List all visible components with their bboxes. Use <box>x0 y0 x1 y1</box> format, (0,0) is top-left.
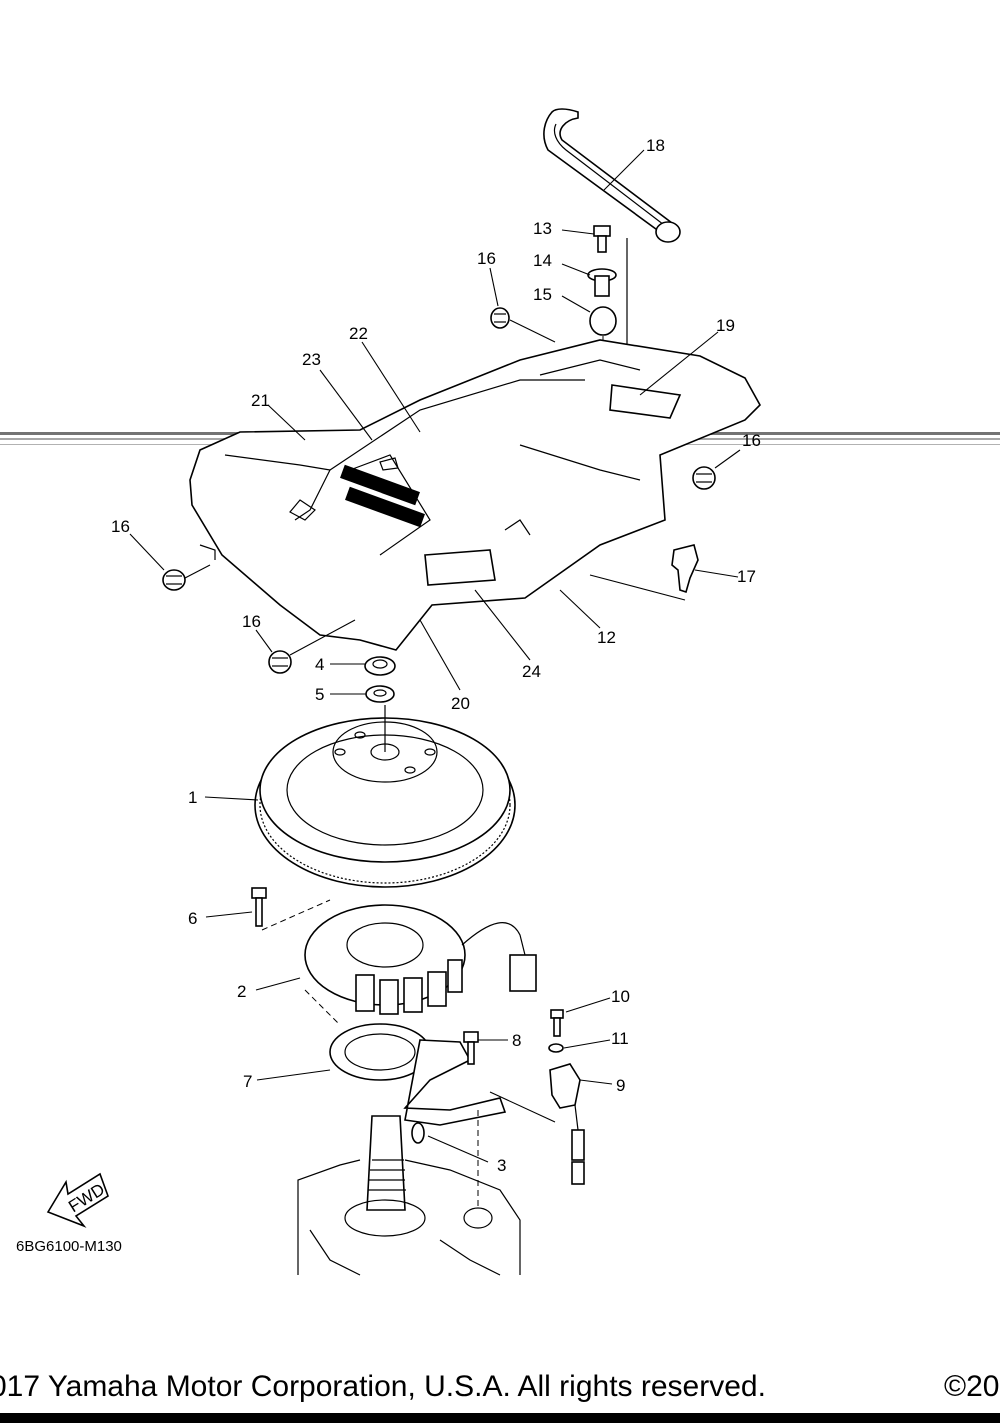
fwd-arrow-icon: FWD <box>46 1172 109 1228</box>
clip-part <box>671 544 699 594</box>
pulser-coil-part <box>548 1009 585 1185</box>
callout-24: 24 <box>522 662 541 681</box>
footer-bar <box>0 1413 1000 1423</box>
callout-5: 5 <box>315 685 324 704</box>
callout-2: 2 <box>237 982 246 1001</box>
engine-block-part <box>297 1115 521 1276</box>
bolt-part <box>463 1031 479 1065</box>
callout-3: 3 <box>497 1156 506 1175</box>
callout-8: 8 <box>512 1031 521 1050</box>
callout-labels: 1 2 3 4 5 6 7 8 9 10 11 12 13 14 15 16 1… <box>111 136 761 1175</box>
callout-6: 6 <box>188 909 197 928</box>
footer-copyright-text: 017 Yamaha Motor Corporation, U.S.A. All… <box>0 1370 766 1403</box>
callout-19: 19 <box>716 316 735 335</box>
grommet-parts <box>162 307 716 674</box>
callout-14: 14 <box>533 251 552 270</box>
footer-copyright-fragment: ©20 <box>944 1370 1000 1403</box>
callout-10: 10 <box>611 987 630 1006</box>
callout-7: 7 <box>243 1072 252 1091</box>
flywheel-part <box>254 705 516 888</box>
base-plate-part <box>329 1023 507 1126</box>
callout-22: 22 <box>349 324 368 343</box>
callout-16-left: 16 <box>111 517 130 536</box>
callout-1: 1 <box>188 788 197 807</box>
callout-17: 17 <box>737 567 756 586</box>
callout-16-right: 16 <box>742 431 761 450</box>
callout-15: 15 <box>533 285 552 304</box>
callout-12: 12 <box>597 628 616 647</box>
stator-part <box>304 904 537 1026</box>
callout-16-lower: 16 <box>242 612 261 631</box>
bolt-part <box>251 887 331 931</box>
diagram-code: 6BG6100-M130 <box>16 1238 122 1255</box>
leader-lines <box>129 149 741 1210</box>
callout-21: 21 <box>251 391 270 410</box>
callout-9: 9 <box>616 1076 625 1095</box>
pin-part <box>411 1122 425 1144</box>
callout-16-top: 16 <box>477 249 496 268</box>
callout-23: 23 <box>302 350 321 369</box>
nut-and-washer <box>364 656 396 703</box>
callout-11: 11 <box>611 1029 629 1048</box>
callout-13: 13 <box>533 219 552 238</box>
callout-4: 4 <box>315 655 324 674</box>
hose-part <box>543 108 681 243</box>
callout-20: 20 <box>451 694 470 713</box>
flywheel-cover-part <box>189 339 761 651</box>
callout-18: 18 <box>646 136 665 155</box>
